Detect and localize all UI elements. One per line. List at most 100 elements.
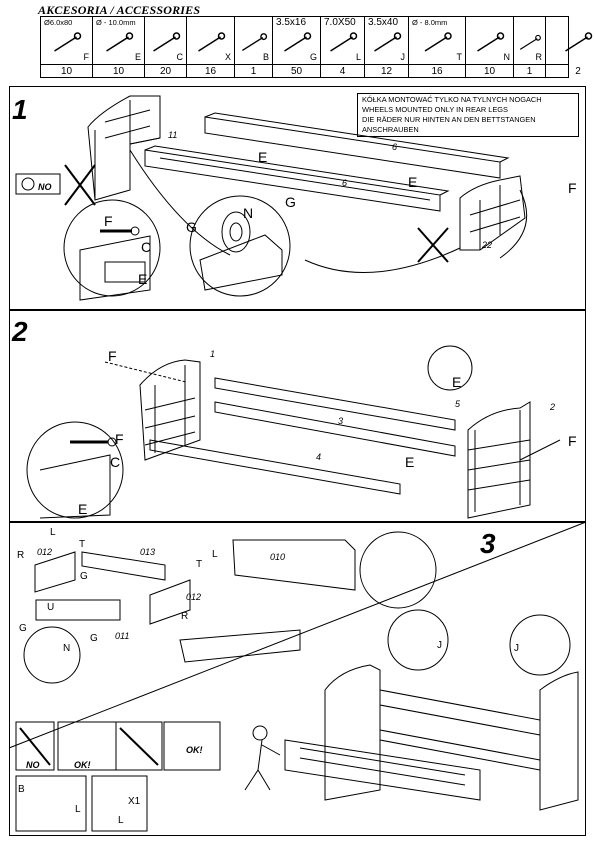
person-pushing-drawing: [244, 725, 281, 791]
part-label-013: 013: [140, 547, 156, 557]
screw-large-icon: [330, 32, 358, 52]
dowel-icon: [153, 32, 181, 52]
accessory-quantity: 2: [575, 66, 581, 77]
part-label-010: 010: [270, 552, 286, 562]
bolt-icon: [54, 32, 82, 52]
accessory-spec: 3.5x40: [368, 17, 399, 28]
handle-icon: [565, 32, 593, 52]
part-label-5: 5: [455, 399, 461, 409]
label-J: J: [437, 640, 442, 651]
accessory-cell-U: U: [546, 17, 595, 64]
allen-key-icon: [242, 33, 268, 52]
daybed-assembled-drawing: [284, 664, 579, 811]
part-label-012: 012: [186, 592, 202, 602]
no-label: NO: [26, 760, 40, 770]
accessory-quantity: 4: [321, 65, 365, 78]
detail-circle-bolt: [63, 199, 161, 297]
label-F: F: [115, 431, 124, 447]
accessory-code: E: [134, 52, 141, 62]
detail-circle-drawer: [359, 531, 437, 609]
accessories-title: AKCESORIA / ACCESSORIES: [38, 3, 201, 17]
headboard-right-drawing: [459, 175, 526, 251]
part-label-4: 4: [316, 452, 322, 462]
accessory-code: F: [83, 52, 90, 62]
label-E: E: [258, 149, 268, 165]
leader-line: [519, 439, 561, 461]
label-T: T: [79, 539, 86, 550]
accessory-code: N: [503, 52, 511, 62]
label-G: G: [80, 571, 88, 582]
nail-icon: [519, 34, 541, 50]
label-G: G: [186, 219, 197, 235]
note-line-pl: KÓŁKA MONTOWAĆ TYLKO NA TYLNYCH NOGACH: [362, 95, 542, 104]
leader-line: [304, 247, 461, 273]
detail-step2-bolt: [39, 437, 117, 519]
label-E: E: [78, 501, 88, 517]
label-R: R: [17, 550, 25, 561]
part-label-3: 3: [338, 416, 344, 426]
label-R: R: [181, 611, 189, 622]
tool-comparison-drawing: [15, 721, 221, 832]
side-rail-drawings: [144, 112, 510, 212]
detail-circle-j-screw-left: [387, 609, 449, 671]
note-line-de-2: ANSCHRAUBEN: [362, 125, 419, 134]
leader-line: [499, 189, 528, 259]
accessory-quantity: 10: [41, 65, 93, 78]
step-3-frame: [9, 522, 586, 836]
label-F: F: [108, 348, 117, 364]
detail-wheel-drawing: [199, 211, 283, 291]
accessory-quantity: 10: [93, 65, 145, 78]
accessory-code: L: [355, 52, 361, 62]
accessory-quantity: 12: [365, 65, 409, 78]
pin-icon: [424, 32, 452, 52]
part-label-1: 1: [210, 349, 216, 359]
label-F: F: [568, 180, 577, 196]
note-line-en: WHEELS MOUNTED ONLY IN REAR LEGS: [362, 105, 508, 114]
accessory-spec: 7.0X50: [324, 17, 356, 28]
accessory-cell-B: B: [235, 17, 273, 64]
accessory-code: T: [456, 52, 463, 62]
accessory-cell-N: N: [466, 17, 514, 64]
accessory-code: B: [262, 52, 269, 62]
screw-medium-icon: [374, 32, 402, 52]
accessory-quantity: 50: [273, 65, 321, 78]
ok-label: OK!: [74, 760, 91, 770]
leader-line: [104, 361, 187, 383]
label-N: N: [63, 643, 71, 654]
barrel-nut-icon: [106, 32, 134, 52]
wheel-mounting-note: KÓŁKA MONTOWAĆ TYLKO NA TYLNYCH NOGACH W…: [357, 93, 579, 137]
accessory-cell-X: X: [187, 17, 235, 64]
detail-circle-wheel: [189, 195, 291, 297]
label-B: B: [18, 784, 25, 795]
detail-circle-barrel-nut: [427, 345, 473, 391]
accessory-cell-R: R: [514, 17, 546, 64]
part-label-2: 2: [550, 402, 556, 412]
part-label-6-top: 6: [392, 142, 398, 152]
no-symbol-left: [15, 164, 96, 206]
accessory-spec: 3.5x16: [276, 17, 307, 28]
step-1-number: 1: [12, 94, 28, 125]
step-3-number: 3: [480, 528, 496, 559]
label-J: J: [514, 643, 519, 654]
label-G: G: [90, 633, 98, 644]
label-G: G: [285, 194, 296, 210]
part-label-012: 012: [37, 547, 53, 557]
accessory-quantity: 10: [466, 65, 514, 78]
part-label-011: 011: [115, 631, 130, 641]
label-F: F: [568, 433, 577, 449]
label-X1: X1: [128, 796, 141, 807]
accessory-code: R: [535, 52, 543, 62]
label-N: N: [243, 205, 254, 221]
accessory-code: J: [400, 52, 406, 62]
label-U: U: [47, 602, 55, 613]
screw-small-icon: [284, 32, 312, 52]
label-L: L: [212, 549, 218, 560]
part-label-6-bottom: 6: [342, 178, 348, 188]
accessory-spec: Ø - 8.0mm: [412, 18, 448, 27]
